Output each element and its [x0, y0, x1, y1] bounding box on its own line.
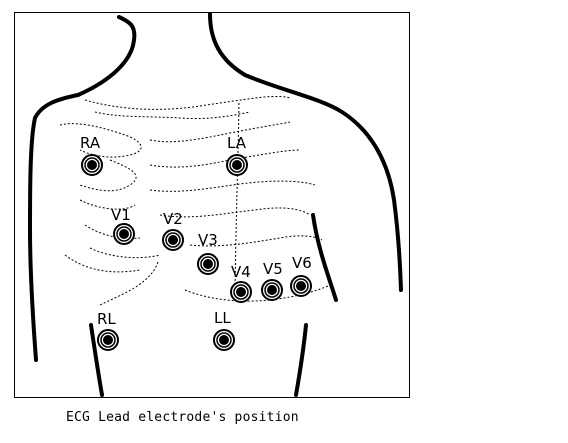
diagram-caption: ECG Lead electrode's position — [66, 410, 299, 425]
electrode-dot — [119, 229, 129, 239]
electrode-dot — [87, 160, 97, 170]
electrode-label-v3: V3 — [198, 231, 218, 249]
electrode-la: LA — [226, 134, 248, 176]
electrode-v3: V3 — [197, 231, 219, 275]
electrode-label-v4: V4 — [231, 263, 251, 281]
electrode-label-la: LA — [227, 134, 247, 152]
electrode-inner-ring — [216, 332, 232, 348]
electrode-dot — [103, 335, 113, 345]
shoulder-right-arm — [28, 93, 80, 362]
electrode-inner-ring — [233, 284, 249, 300]
electrode-dot — [203, 259, 213, 269]
ribcage-lines — [59, 96, 331, 306]
electrode-ll: LL — [213, 309, 235, 351]
electrode-rl: RL — [97, 310, 119, 351]
waist-right — [311, 213, 338, 302]
diagram-frame — [14, 12, 410, 398]
electrode-v2: V2 — [162, 210, 184, 251]
waist-left — [89, 323, 104, 397]
electrode-dot — [232, 160, 242, 170]
electrode-inner-ring — [84, 157, 100, 173]
electrode-v1: V1 — [111, 206, 135, 245]
electrode-label-ra: RA — [80, 134, 101, 152]
electrode-v6: V6 — [290, 254, 312, 297]
electrode-ra: RA — [80, 134, 103, 176]
electrode-inner-ring — [264, 282, 280, 298]
torso-outline — [28, 12, 403, 397]
electrode-dot — [267, 285, 277, 295]
electrode-inner-ring — [116, 226, 132, 242]
electrode-dot — [236, 287, 246, 297]
electrode-label-v1: V1 — [111, 206, 131, 224]
electrode-label-v5: V5 — [263, 260, 283, 278]
electrode-inner-ring — [165, 232, 181, 248]
neck-left — [76, 15, 137, 97]
electrode-label-v6: V6 — [292, 254, 312, 272]
electrode-dot — [296, 281, 306, 291]
electrode-inner-ring — [293, 278, 309, 294]
electrode-inner-ring — [200, 256, 216, 272]
neck-right — [208, 12, 403, 292]
electrode-inner-ring — [229, 157, 245, 173]
electrode-label-ll: LL — [214, 309, 231, 327]
electrode-label-rl: RL — [97, 310, 116, 328]
electrode-dot — [168, 235, 178, 245]
electrode-v4: V4 — [230, 263, 252, 303]
electrode-dot — [219, 335, 229, 345]
waist-right-lower — [294, 323, 308, 397]
electrode-inner-ring — [100, 332, 116, 348]
electrode-label-v2: V2 — [163, 210, 183, 228]
electrode-v5: V5 — [261, 260, 283, 301]
